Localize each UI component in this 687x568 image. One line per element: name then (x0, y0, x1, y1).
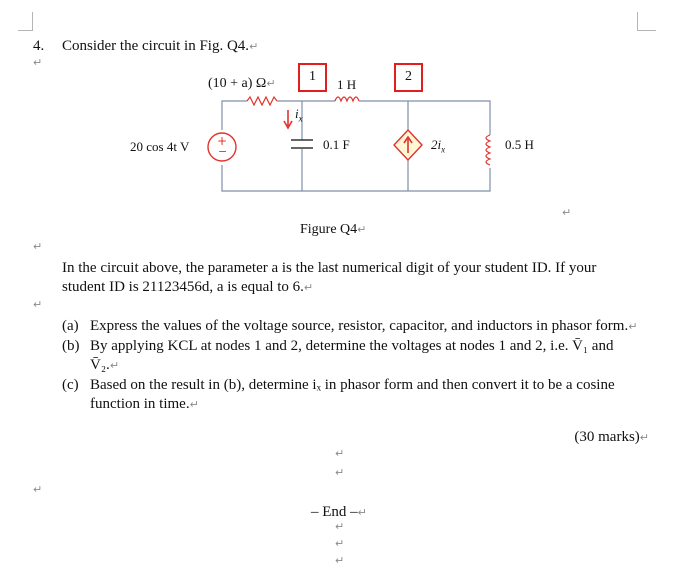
return-mark-icon: ↵ (357, 223, 367, 236)
figure-caption-text: Figure Q4 (300, 222, 358, 237)
return-mark-icon: ↵ (335, 466, 345, 479)
capacitor-label: 0.1 F (323, 137, 350, 152)
dep-source-label-sub: x (441, 144, 446, 155)
inductor1-label: 1 H (337, 77, 357, 92)
return-mark-icon: ↵ (303, 281, 314, 294)
question-number: 4. (33, 38, 45, 54)
intro-paragraph: In the circuit above, the parameter a is… (62, 259, 640, 297)
crop-mark-top-right (637, 12, 656, 31)
question-part-a: (a) Express the values of the voltage so… (62, 317, 640, 336)
voltage-source-label: 20 cos 4t V (130, 139, 190, 154)
return-mark-icon: ↵ (335, 537, 345, 550)
return-mark-icon: ↵ (33, 56, 43, 69)
figure-caption: Figure Q4↵ (300, 221, 366, 239)
resistor-label-text: (10 + a) Ω (208, 76, 267, 91)
return-mark-icon: ↵ (33, 298, 43, 311)
resistor-symbol (246, 95, 278, 107)
return-mark-icon: ↵ (33, 483, 43, 496)
end-marker-text: – End – (311, 504, 358, 520)
resistor-label: (10 + a) Ω↵ (208, 76, 276, 92)
return-mark-icon: ↵ (335, 554, 345, 567)
wire-top-left (221, 100, 247, 130)
part-text: By applying KCL at nodes 1 and 2, determ… (90, 338, 614, 373)
part-label: (a) (62, 318, 79, 334)
source-plus-sign: + (217, 134, 228, 148)
return-mark-icon: ↵ (249, 40, 259, 53)
part-label: (b) (62, 338, 80, 354)
intro-paragraph-text: In the circuit above, the parameter a is… (62, 260, 597, 295)
return-mark-icon: ↵ (628, 320, 638, 333)
wire-bottom (221, 165, 491, 192)
node1-marker: 1 (298, 63, 327, 92)
crop-mark-top-left (18, 12, 33, 31)
wire-top-right (359, 100, 491, 135)
question-intro-text: Consider the circuit in Fig. Q4. (62, 38, 250, 54)
question-part-c: (c) Based on the result in (b), determin… (62, 376, 640, 414)
return-mark-icon: ↵ (639, 431, 649, 444)
return-mark-icon: ↵ (335, 520, 345, 533)
end-marker: – End –↵ (311, 503, 367, 522)
question-parts-list: (a) Express the values of the voltage so… (62, 317, 640, 415)
node2-marker: 2 (394, 63, 423, 92)
current-ix-sub: x (298, 113, 303, 124)
question-intro: Consider the circuit in Fig. Q4.↵ (62, 37, 258, 56)
current-ix-letter: i (295, 106, 299, 121)
source-minus-sign: − (218, 145, 228, 158)
return-mark-icon: ↵ (335, 447, 345, 460)
inductor2-label: 0.5 H (505, 137, 534, 152)
marks-label: (30 marks)↵ (574, 428, 649, 447)
current-arrow-icon (283, 110, 293, 130)
return-mark-icon: ↵ (189, 398, 199, 411)
return-mark-icon: ↵ (109, 359, 120, 372)
return-mark-icon: ↵ (562, 206, 572, 219)
voltage-source-symbol (207, 132, 237, 162)
current-ix-label: ix (295, 106, 303, 124)
question-part-b: (b) By applying KCL at nodes 1 and 2, de… (62, 337, 640, 375)
inductor1-symbol (334, 96, 360, 103)
dep-source-label-text: 2i (431, 137, 442, 152)
return-mark-icon: ↵ (33, 240, 43, 253)
return-mark-icon: ↵ (266, 77, 276, 90)
part-text: Based on the result in (b), determine iₓ… (90, 377, 615, 412)
inductor2-symbol (485, 134, 492, 166)
dep-source-label: 2ix (431, 137, 445, 155)
part-text: Express the values of the voltage source… (90, 318, 629, 334)
dep-source-arrow-icon (403, 135, 413, 153)
return-mark-icon: ↵ (357, 506, 367, 519)
part-label: (c) (62, 377, 79, 393)
marks-text: (30 marks) (574, 429, 640, 445)
